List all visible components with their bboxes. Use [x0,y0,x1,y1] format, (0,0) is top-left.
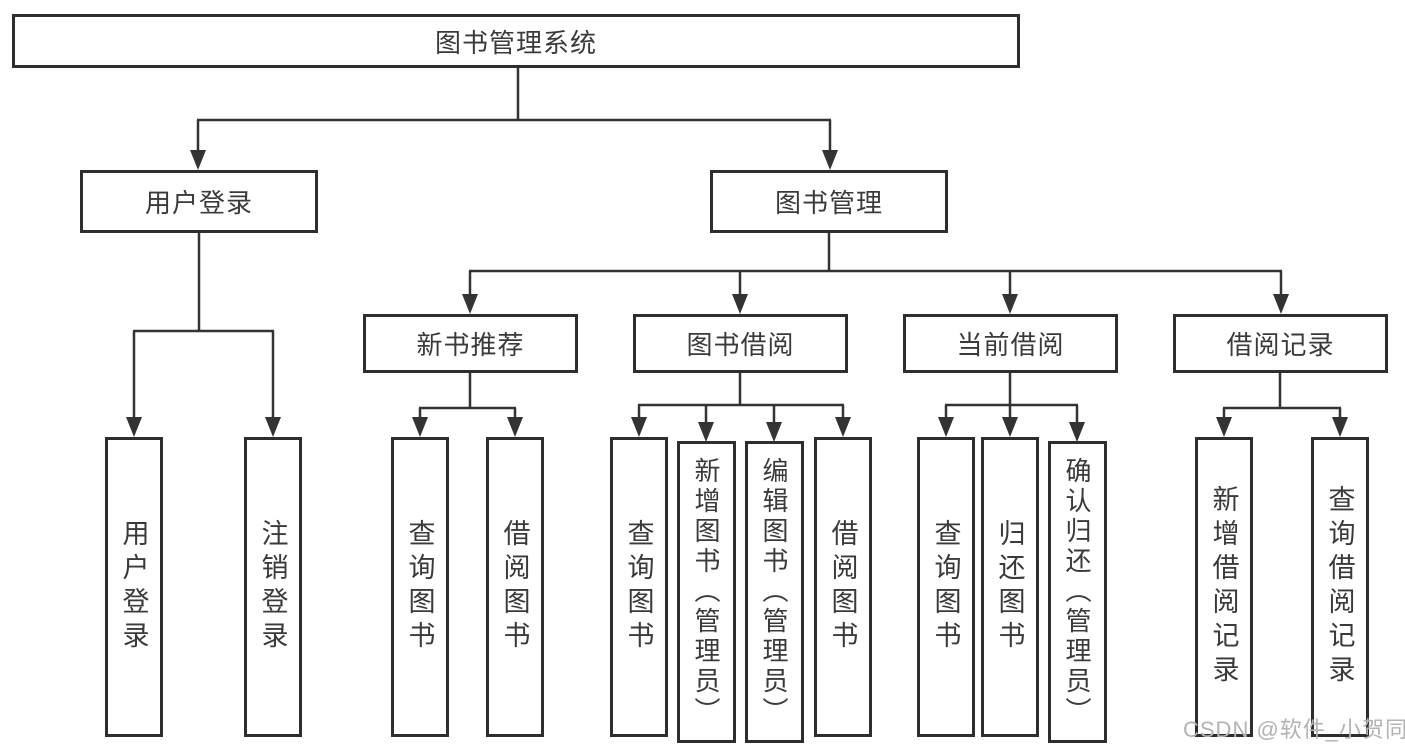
connector-group-book-borrow [631,373,851,442]
node-user-login: 用户登录 [80,170,318,233]
leaf-bb-edit-books-admin: 编辑图书（管理员） [745,441,804,743]
connector-group-current-borrow [938,373,1085,442]
leaf-logout-label: 注销登录 [257,519,288,655]
leaf-bb-edit-books-admin-label: 编辑图书（管理员） [759,457,789,727]
leaf-bb-borrow-books-label: 借阅图书 [827,519,858,655]
leaf-rec-query-books: 查询图书 [391,437,449,737]
leaf-rec-query-books-label: 查询图书 [404,519,435,655]
leaf-cb-confirm-return-admin-label: 确认归还（管理员） [1062,457,1092,727]
node-borrow-records: 借阅记录 [1173,314,1388,373]
csdn-watermark: CSDN @软件_小贺同学 [1183,717,1405,742]
leaf-cb-return-books: 归还图书 [981,437,1039,737]
node-user-login-label: 用户登录 [144,188,253,218]
node-root-system: 图书管理系统 [12,14,1020,68]
leaf-cb-confirm-return-admin: 确认归还（管理员） [1048,441,1107,743]
node-current-borrow: 当前借阅 [903,314,1118,373]
leaf-bb-add-books-admin: 新增图书（管理员） [677,441,736,743]
leaf-cb-query-books: 查询图书 [917,437,975,737]
node-borrow-records-label: 借阅记录 [1226,330,1335,360]
node-current-borrow-label: 当前借阅 [956,330,1065,360]
leaf-bb-borrow-books: 借阅图书 [814,437,872,737]
leaf-br-query-record-label: 查询借阅记录 [1324,485,1355,689]
connector-group-new-book-rec [412,373,523,437]
connector-group-user-login [126,233,281,437]
node-book-mgmt: 图书管理 [710,170,948,233]
leaf-br-add-record-label: 新增借阅记录 [1208,485,1239,689]
node-book-mgmt-label: 图书管理 [774,188,883,218]
connector-group-borrow-records [1216,373,1348,437]
node-new-book-rec: 新书推荐 [363,314,578,373]
node-root-system-label: 图书管理系统 [434,27,597,58]
leaf-rec-borrow-books-label: 借阅图书 [499,519,530,655]
connector-group-book-mgmt [462,233,1289,314]
leaf-bb-query-books: 查询图书 [610,437,668,737]
leaf-logout: 注销登录 [244,437,302,737]
node-book-borrow-label: 图书借阅 [686,330,795,360]
leaf-user-login-label: 用户登录 [118,519,149,655]
node-book-borrow: 图书借阅 [633,314,848,373]
leaf-cb-return-books-label: 归还图书 [994,519,1025,655]
leaf-br-query-record: 查询借阅记录 [1311,437,1369,737]
leaf-rec-borrow-books: 借阅图书 [486,437,544,737]
connector-group-root [190,68,838,170]
leaf-bb-query-books-label: 查询图书 [623,519,654,655]
node-new-book-rec-label: 新书推荐 [416,330,525,360]
leaf-user-login: 用户登录 [105,437,163,737]
leaf-cb-query-books-label: 查询图书 [930,519,961,655]
leaf-br-add-record: 新增借阅记录 [1195,437,1253,737]
leaf-bb-add-books-admin-label: 新增图书（管理员） [691,457,721,727]
